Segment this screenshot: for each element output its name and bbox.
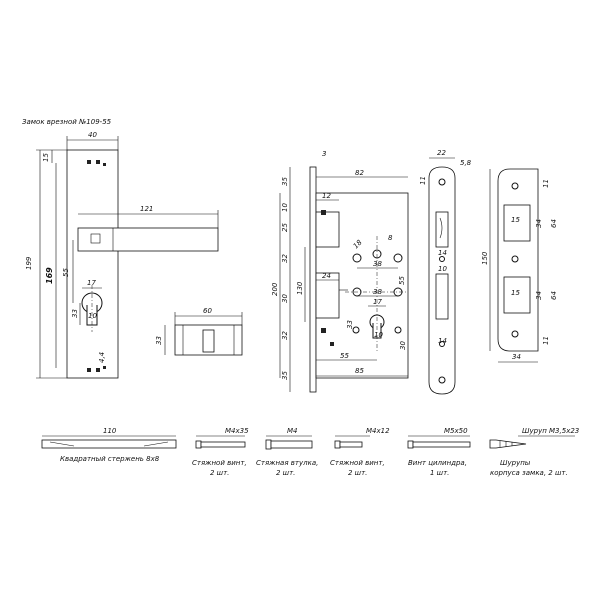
dim-label: 15 (511, 289, 520, 297)
dim-label: 11 (542, 336, 550, 345)
dim-label: 33 (346, 320, 354, 329)
dim-label: 11 (542, 179, 550, 188)
dim-label: 10 (374, 331, 383, 339)
dim-label: 200 (271, 282, 279, 296)
part-caption: Стяжная втулка, (256, 459, 318, 467)
dim-label: 17 (87, 279, 96, 287)
dim-label: 199 (25, 256, 33, 270)
dim-label: 34 (535, 219, 543, 228)
lock-body-view: 3 82 12 35 10 25 32 30 32 35 200 130 18 … (271, 150, 409, 393)
dim-label: 5,8 (460, 159, 472, 167)
part-size: M4x35 (225, 427, 249, 435)
dim-label: 60 (203, 307, 212, 315)
dim-label: 10 (281, 203, 289, 212)
strike-plate-view: 150 15 34 64 15 34 64 11 11 34 (481, 168, 558, 363)
drawing-title: Замок врезной №109-55 (22, 118, 112, 126)
dim-label: 11 (419, 176, 427, 185)
part-caption-2: корпуса замка, 2 шт. (490, 469, 568, 477)
dim-label: 130 (296, 281, 304, 295)
dim-label: 38 (373, 260, 382, 268)
part-size: M4x12 (366, 427, 390, 435)
dim-label: 55 (62, 268, 70, 277)
dim-label: 25 (281, 223, 289, 232)
dim-label: 8 (388, 234, 393, 242)
dim-label: 64 (550, 291, 558, 300)
part-caption: Стяжной винт, (192, 459, 247, 467)
dim-label: 33 (155, 336, 163, 345)
dim-label: 10 (438, 265, 447, 273)
screw-m4x35-part: M4x35 Стяжной винт, 2 шт. (192, 427, 249, 477)
dim-label: 4,4 (98, 352, 106, 363)
dim-label: 150 (481, 251, 489, 265)
dim-label: 82 (355, 169, 364, 177)
dim-label: 55 (340, 352, 349, 360)
dim-label: 15 (42, 153, 50, 162)
part-caption: Стяжной винт, (330, 459, 385, 467)
faceplate-view: 22 5,8 11 14 10 14 (419, 149, 472, 395)
dim-label: 121 (140, 205, 153, 213)
part-size: Шуруп М3,5х23 (522, 427, 579, 435)
part-caption-2: 2 шт. (210, 469, 229, 477)
part-caption-2: 2 шт. (348, 469, 367, 477)
dim-label: 30 (281, 294, 289, 303)
part-size: 110 (103, 427, 117, 435)
dim-label: 40 (88, 131, 97, 139)
dim-label: 30 (399, 341, 407, 350)
dim-label: 38 (373, 288, 382, 296)
dim-label: 32 (281, 331, 289, 340)
dim-label: 35 (281, 177, 289, 186)
screw-m4x12-part: M4x12 Стяжной винт, 2 шт. (330, 427, 390, 477)
dim-label: 14 (438, 337, 447, 345)
dim-label: 64 (550, 219, 558, 228)
dim-label: 34 (535, 291, 543, 300)
dim-label: 35 (281, 371, 289, 380)
part-caption-2: 1 шт. (430, 469, 449, 477)
dim-label: 3 (322, 150, 326, 158)
part-caption: Квадратный стержень 8х8 (60, 455, 160, 463)
dim-label: 22 (437, 149, 446, 157)
spindle-part: 110 Квадратный стержень 8х8 (41, 427, 177, 463)
dim-label: 55 (398, 276, 406, 285)
dim-label: 17 (373, 298, 382, 306)
dim-label: 169 (45, 267, 54, 284)
dim-label: 15 (511, 216, 520, 224)
part-caption: Шурупы (500, 459, 531, 467)
dim-label: 10 (88, 312, 97, 320)
dim-label: 33 (71, 309, 79, 318)
part-size: M5x50 (444, 427, 468, 435)
part-caption: Винт цилиндра, (408, 459, 467, 467)
dim-label: 12 (322, 192, 331, 200)
dim-label: 34 (512, 353, 521, 361)
part-size: M4 (287, 427, 298, 435)
parts-row: 110 Квадратный стержень 8х8 M4x35 Стяжно… (41, 427, 579, 477)
dim-label: 24 (322, 272, 331, 280)
bushing-m4-part: M4 Стяжная втулка, 2 шт. (256, 427, 318, 477)
handle-plate-view: 40 121 199 169 15 55 17 33 10 4,4 (25, 131, 219, 379)
dim-label: 85 (355, 367, 364, 375)
dim-label: 32 (281, 254, 289, 263)
part-caption-2: 2 шт. (276, 469, 295, 477)
screw-m5x50-part: M5x50 Винт цилиндра, 1 шт. (407, 427, 471, 477)
wood-screw-part: Шуруп М3,5х23 Шурупы корпуса замка, 2 шт… (489, 427, 579, 477)
cylinder-view: 60 33 (155, 307, 243, 356)
dim-label: 14 (438, 249, 447, 257)
